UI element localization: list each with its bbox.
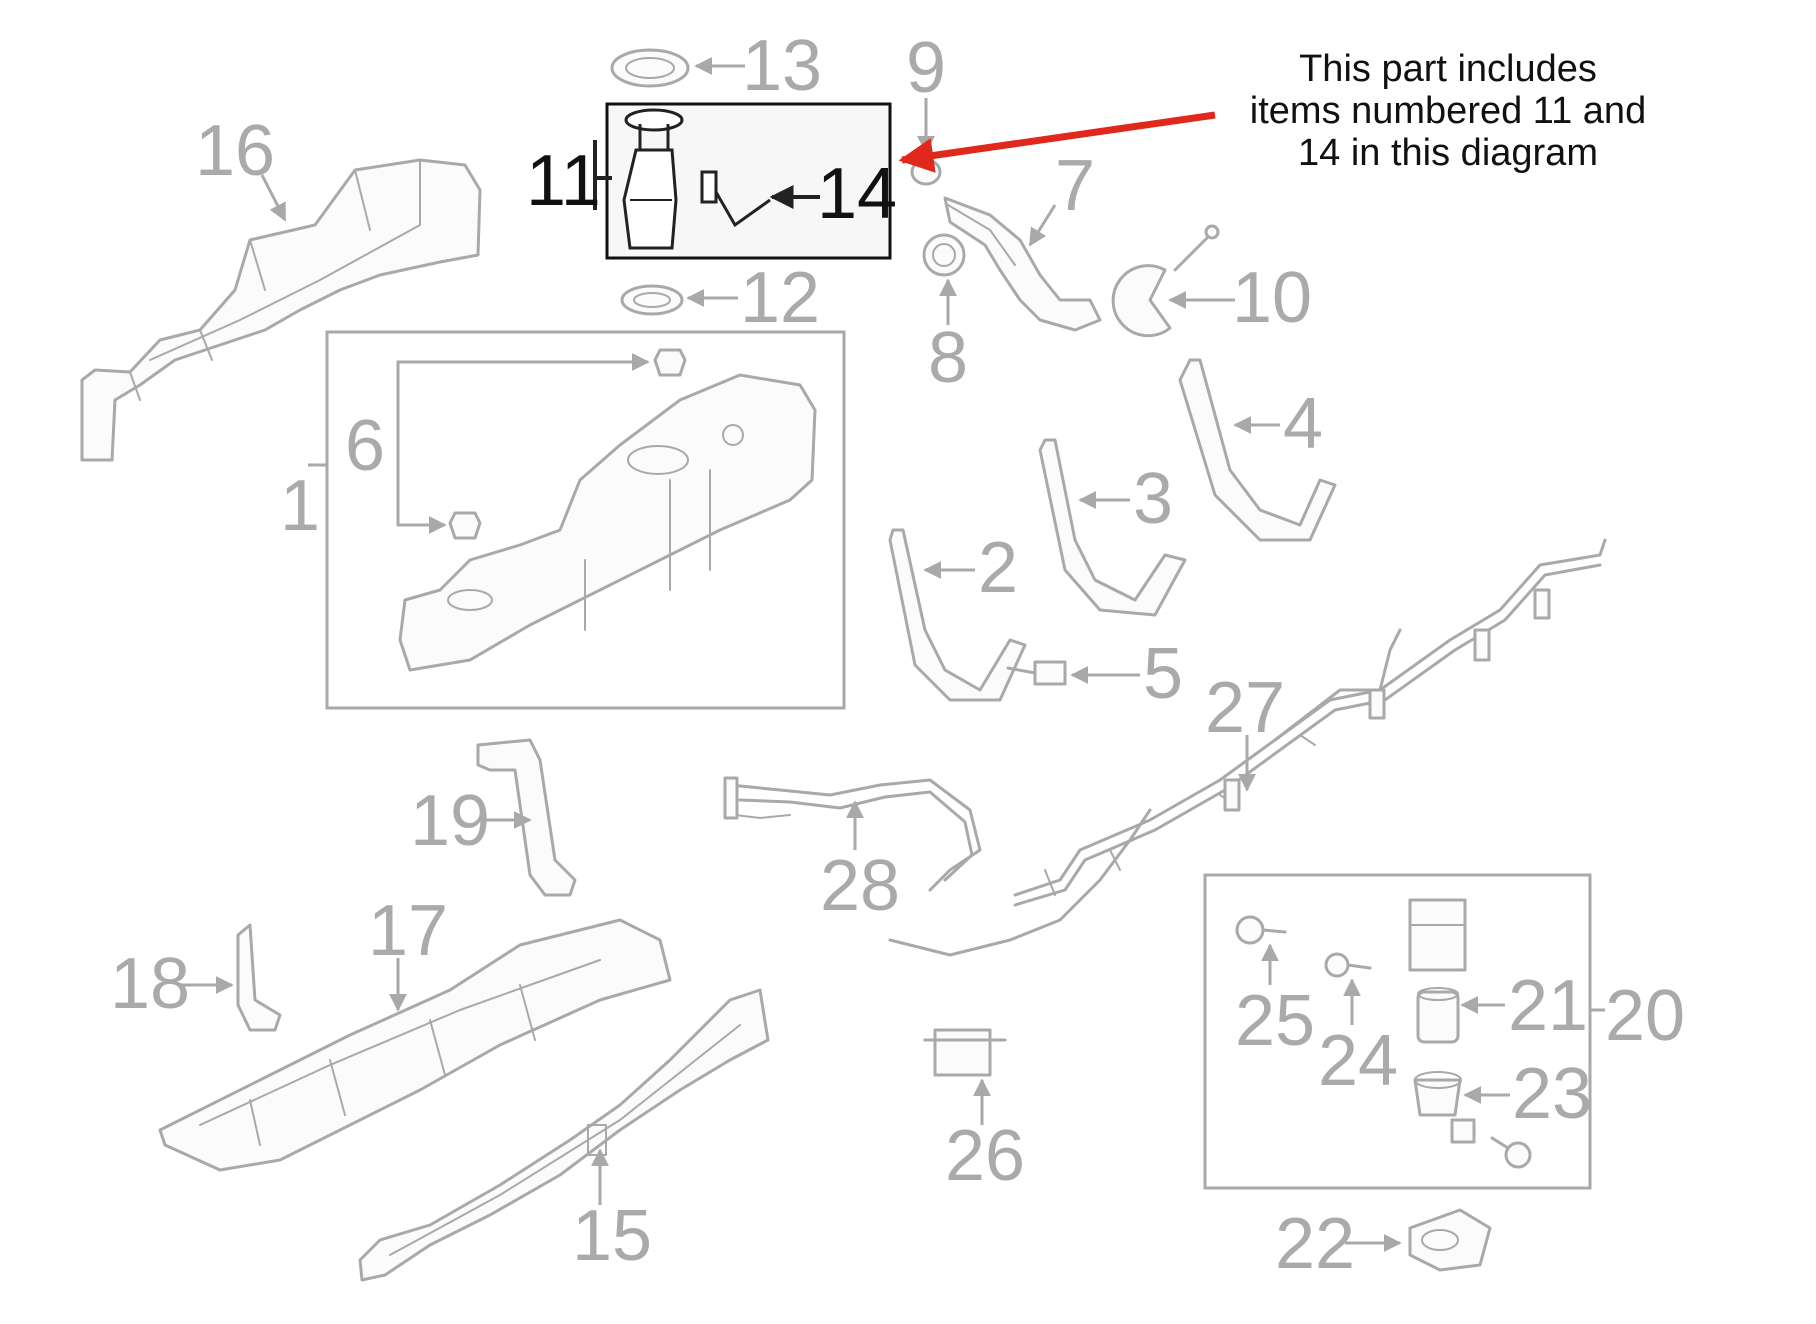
callout-20: 20 <box>1605 976 1685 1056</box>
callout-19: 19 <box>410 781 490 861</box>
skid-plate-part <box>158 918 672 1172</box>
callout-4: 4 <box>1283 384 1323 464</box>
callout-16: 16 <box>195 111 275 191</box>
leader-6a <box>396 353 650 445</box>
callout-1: 1 <box>280 466 320 546</box>
bolt-25-part <box>1235 915 1287 945</box>
callout-5: 5 <box>1143 634 1183 714</box>
stud-part <box>448 348 687 540</box>
valve-26-part <box>888 808 1152 1077</box>
fuel-sender-part <box>700 170 771 228</box>
gasket-part <box>620 284 684 316</box>
callout-28: 28 <box>820 846 900 926</box>
callout-26: 26 <box>945 1116 1025 1196</box>
fuel-tank-box <box>325 330 846 710</box>
fuel-tank-part <box>398 373 817 672</box>
leader-16 <box>260 174 287 222</box>
callout-14: 14 <box>817 154 897 234</box>
fuel-pump-module-part <box>622 108 684 250</box>
annotation-line-3: 14 in this diagram <box>1298 132 1598 174</box>
fuel-lines-28-part <box>723 776 982 892</box>
callout-9: 9 <box>906 28 946 108</box>
callout-12: 12 <box>740 258 820 338</box>
callout-21: 21 <box>1508 966 1588 1046</box>
annotation-arrow <box>898 111 1216 173</box>
strap-2-part <box>888 528 1027 702</box>
hose-clamp-part <box>922 233 966 277</box>
callout-7: 7 <box>1055 146 1095 226</box>
bolt-5-part <box>1006 660 1067 686</box>
filter-housing-part <box>1408 898 1467 972</box>
lock-ring-part <box>610 48 690 88</box>
callout-11: 11 <box>526 141 601 221</box>
annotation-line-1: This part includes <box>1299 48 1597 90</box>
callout-13: 13 <box>742 26 822 106</box>
callout-25: 25 <box>1235 981 1315 1061</box>
filter-cap-part <box>1413 1071 1462 1117</box>
leader-7 <box>1028 204 1057 247</box>
filter-assembly-box <box>1203 873 1592 1190</box>
fuel-lines-27-part <box>1013 538 1607 907</box>
callout-6: 6 <box>345 406 385 486</box>
bolt-part <box>1490 1136 1532 1169</box>
callout-23: 23 <box>1512 1054 1592 1134</box>
filler-pipe-part <box>943 196 1102 332</box>
filler-shield-part <box>1111 224 1220 338</box>
callout-8: 8 <box>928 318 968 398</box>
clip-part <box>1450 1118 1476 1144</box>
callout-18: 18 <box>110 944 190 1024</box>
grommet-part <box>910 158 942 186</box>
bolt-24-part <box>1324 952 1372 978</box>
callout-22: 22 <box>1275 1204 1355 1284</box>
filter-element-part <box>1416 987 1460 1044</box>
fuel-tank-shield-part <box>80 158 482 462</box>
bracket-19-part <box>476 738 577 897</box>
strap-3-part <box>1038 438 1187 617</box>
callout-24: 24 <box>1318 1021 1398 1101</box>
callout-15: 15 <box>572 1196 652 1276</box>
filter-bracket-part <box>1408 1208 1492 1272</box>
callout-17: 17 <box>368 891 448 971</box>
bracket-18-part <box>236 923 282 1032</box>
callout-27: 27 <box>1205 668 1285 748</box>
strap-4-part <box>1178 358 1337 542</box>
callout-2: 2 <box>978 528 1018 608</box>
leader-6b <box>396 445 447 534</box>
callout-10: 10 <box>1232 258 1312 338</box>
callout-3: 3 <box>1133 459 1173 539</box>
annotation-note: This part includes items numbered 11 and… <box>1218 48 1678 174</box>
annotation-line-2: items numbered 11 and <box>1249 90 1647 132</box>
